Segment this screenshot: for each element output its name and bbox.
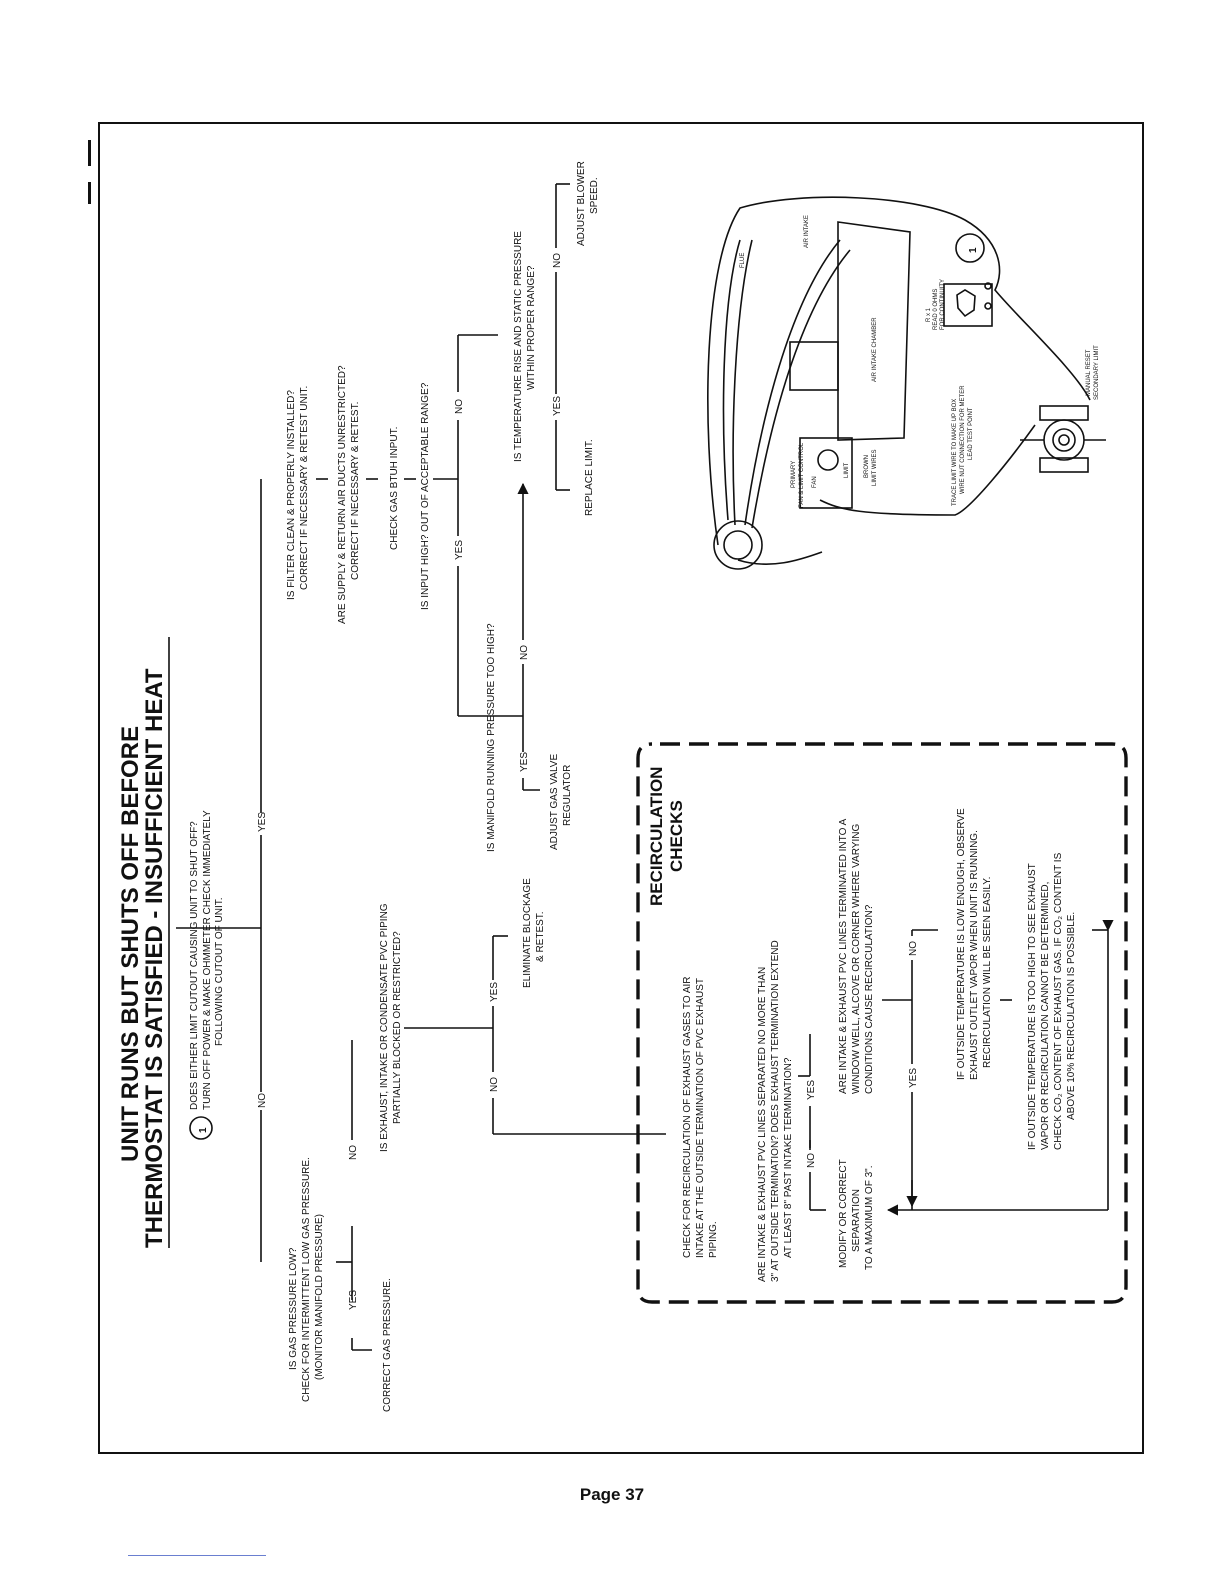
no-label: NO bbox=[806, 1153, 817, 1168]
no-label: NO bbox=[489, 1077, 500, 1092]
limit-label: LIMIT bbox=[844, 462, 850, 478]
brown-label-1: BROWN bbox=[864, 455, 870, 478]
margin-mark bbox=[88, 140, 91, 166]
manifold-fix-2: REGULATOR bbox=[562, 765, 573, 826]
yes-label: YES bbox=[806, 1080, 817, 1100]
flue-label: FLUE bbox=[740, 253, 746, 268]
ducts-question-1: ARE SUPPLY & RETURN AIR DUCTS UNRESTRICT… bbox=[337, 365, 348, 624]
start-question-2: TURN OFF POWER & MAKE OHMMETER CHECK IMM… bbox=[202, 810, 213, 1110]
yes-label: YES bbox=[489, 982, 500, 1002]
page-number: Page 37 bbox=[579, 1485, 645, 1504]
meter-read-zero: READ 0 OHMS bbox=[933, 289, 939, 330]
title-line-2: THERMOSTAT IS SATISFIED - INSUFFICIENT H… bbox=[141, 668, 168, 1248]
input-question: IS INPUT HIGH? OUT OF ACCEPTABLE RANGE? bbox=[420, 382, 431, 610]
filter-question-1: IS FILTER CLEAN & PROPERLY INSTALLED? bbox=[286, 390, 297, 600]
step-marker: 1 bbox=[198, 1127, 209, 1133]
gas-fix: CORRECT GAS PRESSURE. bbox=[382, 1278, 393, 1412]
no-label: NO bbox=[908, 941, 919, 956]
trace-note-1: TRACE LIMIT WIRE TO MAKE UP BOX bbox=[952, 399, 958, 506]
separation-question-3: AT LEAST 8" PAST INTAKE TERMINATION? bbox=[783, 1057, 794, 1258]
yes-label: YES bbox=[454, 540, 465, 560]
fan-label: FAN bbox=[812, 476, 818, 488]
margin-mark bbox=[88, 182, 91, 204]
title-line-1: UNIT RUNS BUT SHUTS OFF BEFORE bbox=[117, 726, 144, 1162]
primary-label-2: FAN & LIMIT CONTROL bbox=[799, 442, 805, 508]
recirculation-check-2: INTAKE AT THE OUTSIDE TERMINATION OF PVC… bbox=[695, 978, 706, 1258]
gas-question-2: CHECK FOR INTERMITTENT LOW GAS PRESSURE. bbox=[301, 1157, 312, 1402]
step-marker-circle bbox=[189, 1116, 213, 1140]
chamber-label: AIR INTAKE CHAMBER bbox=[872, 317, 878, 382]
low-temp-3: RECIRCULATION WILL BE SEEN EASILY. bbox=[982, 877, 993, 1068]
gas-question-3: (MONITOR MANIFOLD PRESSURE) bbox=[314, 1214, 325, 1380]
filter-question-2: CORRECT IF NECESSARY & RETEST UNIT. bbox=[299, 386, 310, 590]
high-temp-1: IF OUTSIDE TEMPERATURE IS TOO HIGH TO SE… bbox=[1027, 863, 1038, 1150]
no-label: NO bbox=[257, 1093, 268, 1108]
recirculation-check-1: CHECK FOR RECIRCULATION OF EXHAUST GASES… bbox=[682, 976, 693, 1258]
low-temp-1: IF OUTSIDE TEMPERATURE IS LOW ENOUGH, OB… bbox=[956, 808, 967, 1080]
recirculation-title-1: RECIRCULATION bbox=[647, 767, 666, 906]
start-question-3: FOLLOWING CUTOUT OF UNIT. bbox=[214, 897, 225, 1046]
start-question-1: DOES EITHER LIMIT CUTOUT CAUSING UNIT TO… bbox=[189, 821, 200, 1110]
air-intake-label: AIR INTAKE bbox=[804, 215, 810, 248]
temperature-fix-no-1: ADJUST BLOWER bbox=[576, 161, 587, 246]
footer-rule bbox=[128, 1555, 266, 1556]
high-temp-3: CHECK CO₂ CONTENT OF EXHAUST GAS. IF CO₂… bbox=[1053, 852, 1064, 1150]
no-label: NO bbox=[454, 399, 465, 414]
recirculation-box bbox=[636, 742, 1128, 1304]
meter-rx1: R x 1 bbox=[926, 307, 932, 322]
no-label: NO bbox=[519, 645, 530, 660]
low-temp-2: EXHAUST OUTLET VAPOR WHEN UNIT IS RUNNIN… bbox=[969, 830, 980, 1080]
pvc-question-2: PARTIALLY BLOCKED OR RESTRICTED? bbox=[392, 931, 403, 1124]
temperature-question-2: WITHIN PROPER RANGE? bbox=[526, 265, 537, 390]
separation-fix-1: MODIFY OR CORRECT bbox=[838, 1159, 849, 1268]
pvc-fix-2: & RETEST. bbox=[535, 911, 546, 962]
diagram-step-marker: 1 bbox=[968, 247, 979, 253]
no-label: NO bbox=[348, 1145, 359, 1160]
manifold-fix-1: ADJUST GAS VALVE bbox=[549, 754, 560, 850]
high-temp-4: ABOVE 10% RECIRCULATION IS POSSIBLE. bbox=[1066, 912, 1077, 1120]
separation-question-2: 3" AT OUTSIDE TERMINATION? DOES EXHAUST … bbox=[770, 940, 781, 1282]
temperature-fix-yes: REPLACE LIMIT. bbox=[584, 439, 595, 516]
alcove-question-3: CONDITIONS CAUSE RECIRCULATION? bbox=[864, 904, 875, 1094]
pvc-question-1: IS EXHAUST, INTAKE OR CONDENSATE PVC PIP… bbox=[379, 903, 390, 1152]
temperature-question-1: IS TEMPERATURE RISE AND STATIC PRESSURE bbox=[513, 231, 524, 462]
alcove-question-2: WINDOW WELL, ALCOVE OR CORNER WHERE VARY… bbox=[851, 824, 862, 1094]
yes-label: YES bbox=[519, 752, 530, 772]
trace-note-3: LEAD TEST POINT bbox=[968, 407, 974, 460]
furnace-wiring-illustration: FLUE AIR INTAKE AIR INTAKE CHAMBER PRIMA… bbox=[707, 196, 1106, 570]
btuh-check: CHECK GAS BTUH INPUT. bbox=[389, 427, 400, 550]
recirculation-title-2: CHECKS bbox=[667, 800, 686, 872]
yes-label: YES bbox=[552, 396, 563, 416]
yes-label: YES bbox=[257, 812, 268, 832]
recirculation-check-3: PIPING. bbox=[708, 1221, 719, 1258]
brown-label-2: LIMIT WIRES bbox=[872, 449, 878, 486]
ducts-question-2: CORRECT IF NECESSARY & RETEST. bbox=[350, 402, 361, 580]
diagram-frame bbox=[98, 122, 1144, 1454]
meter-continuity: FOR CONTINUITY bbox=[940, 279, 946, 330]
pvc-fix-1: ELIMINATE BLOCKAGE bbox=[522, 878, 533, 988]
no-label: NO bbox=[552, 253, 563, 268]
gas-question-1: IS GAS PRESSURE LOW? bbox=[288, 1247, 299, 1370]
yes-label: YES bbox=[348, 1290, 359, 1310]
manual-reset-label-2: SECONDARY LIMIT bbox=[1094, 345, 1100, 400]
separation-fix-3: TO A MAXIMUM OF 3". bbox=[864, 1166, 875, 1271]
trace-note-2: WIRE NUT CONNECTION FOR METER bbox=[960, 385, 966, 494]
separation-question-1: ARE INTAKE & EXHAUST PVC LINES SEPARATED… bbox=[757, 967, 768, 1282]
separation-fix-2: SEPARATION bbox=[851, 1189, 862, 1252]
yes-label: YES bbox=[908, 1068, 919, 1088]
manual-reset-label-1: MANUAL RESET bbox=[1086, 349, 1092, 396]
temperature-fix-no-2: SPEED. bbox=[589, 177, 600, 214]
alcove-question-1: ARE INTAKE & EXHAUST PVC LINES TERMINATE… bbox=[838, 818, 849, 1094]
high-temp-2: VAPOR OR RECIRCULATION CANNOT BE DETERMI… bbox=[1040, 882, 1051, 1150]
manifold-question: IS MANIFOLD RUNNING PRESSURE TOO HIGH? bbox=[486, 623, 497, 852]
primary-label-1: PRIMARY bbox=[791, 461, 797, 488]
